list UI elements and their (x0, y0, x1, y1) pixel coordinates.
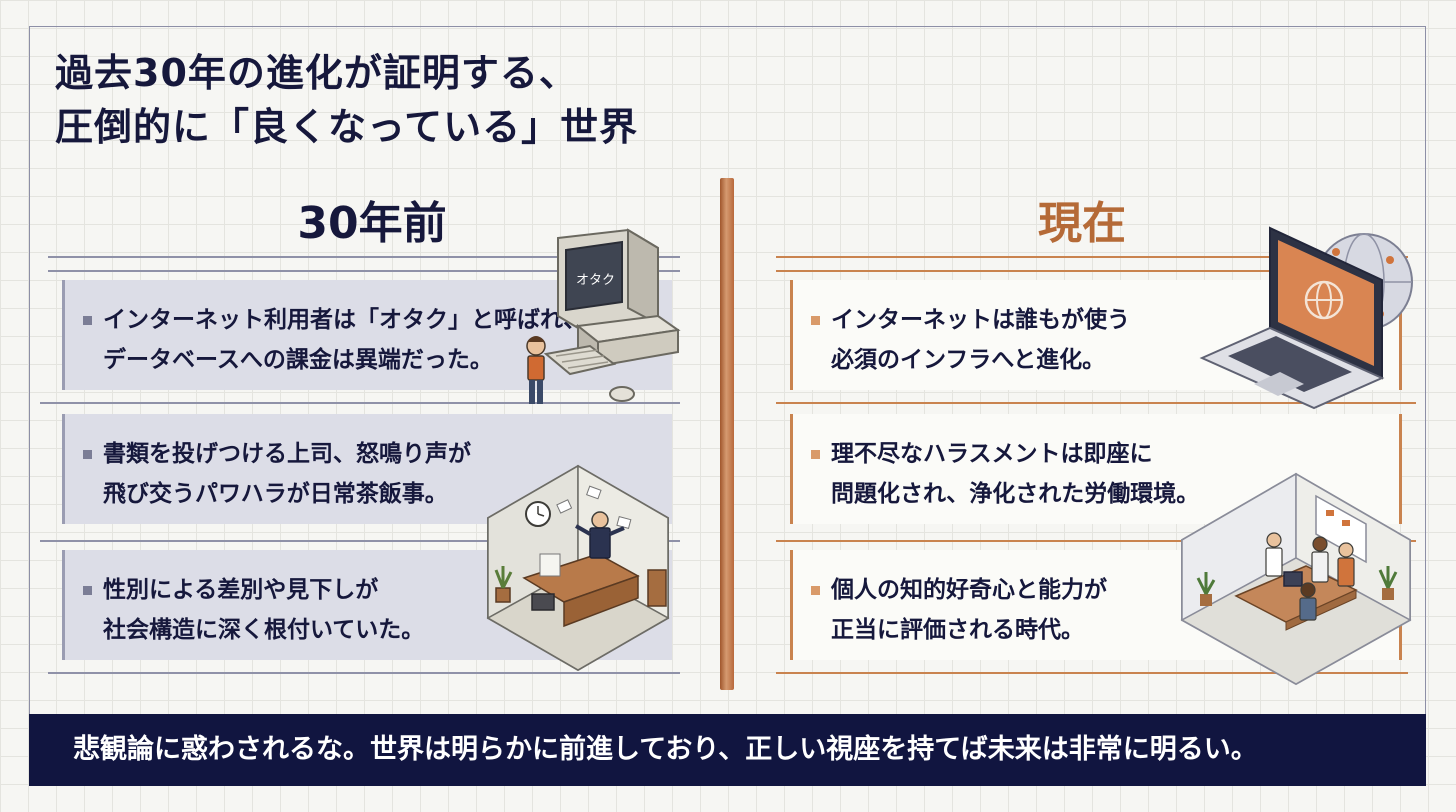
bullet-square-icon (83, 316, 92, 325)
past-item-1: インターネット利用者は「オタク」と呼ばれ、 データベースへの課金は異端だった。 (62, 280, 672, 390)
past-item-3-line-2: 社会構造に深く根付いていた。 (103, 617, 425, 643)
past-item-2: 書類を投げつける上司、怒鳴り声が 飛び交うパワハラが日常茶飯事。 (62, 414, 672, 524)
past-rule (48, 270, 680, 272)
conclusion-banner: 悲観論に惑わされるな。世界は明らかに前進しており、正しい視座を持てば未来は非常に… (29, 714, 1426, 786)
now-rule (776, 402, 1416, 404)
harassment-office-illustration (486, 464, 670, 672)
now-item-1-line-1: インターネットは誰もが使う (831, 307, 1130, 333)
now-item-2-line-1: 理不尽なハラスメントは即座に (831, 441, 1153, 467)
now-item-3-line-1: 個人の知的好奇心と能力が (831, 577, 1107, 603)
past-item-1-line-2: データベースへの課金は異端だった。 (103, 347, 493, 373)
screen-text: オタク (576, 273, 615, 288)
past-rule (48, 672, 680, 674)
past-heading: 30年前 (297, 198, 447, 249)
past-rule (48, 256, 680, 258)
now-item-2-line-2: 問題化され、浄化された労働環境。 (831, 481, 1200, 507)
title-line-2: 圧倒的に「良くなっている」世界 (55, 105, 639, 149)
now-rule (776, 672, 1408, 674)
past-item-2-line-2: 飛び交うパワハラが日常茶飯事。 (103, 481, 448, 507)
past-rule (40, 540, 680, 542)
now-rule (776, 540, 1416, 542)
now-rule (776, 270, 1408, 272)
old-computer-illustration: オタク (526, 228, 681, 404)
past-item-3-line-1: 性別による差別や見下しが (103, 577, 379, 603)
laptop-globe-illustration (1199, 226, 1413, 410)
bullet-square-icon (83, 586, 92, 595)
modern-office-illustration (1180, 472, 1412, 686)
past-rule (40, 402, 680, 404)
bullet-square-icon (811, 450, 820, 459)
past-item-2-line-1: 書類を投げつける上司、怒鳴り声が (103, 441, 471, 467)
slide-title: 過去30年の進化が証明する、 圧倒的に「良くなっている」世界 (55, 46, 638, 154)
now-item-3-line-2: 正当に評価される時代。 (831, 617, 1084, 643)
now-rule (776, 256, 1408, 258)
now-heading: 現在 (1038, 198, 1126, 249)
bullet-square-icon (83, 450, 92, 459)
bullet-square-icon (811, 316, 820, 325)
title-line-1: 過去30年の進化が証明する、 (55, 51, 578, 95)
past-item-1-line-1: インターネット利用者は「オタク」と呼ばれ、 (103, 307, 587, 333)
bullet-square-icon (811, 586, 820, 595)
center-divider (720, 178, 734, 690)
now-item-1-line-2: 必須のインフラへと進化。 (831, 347, 1106, 373)
